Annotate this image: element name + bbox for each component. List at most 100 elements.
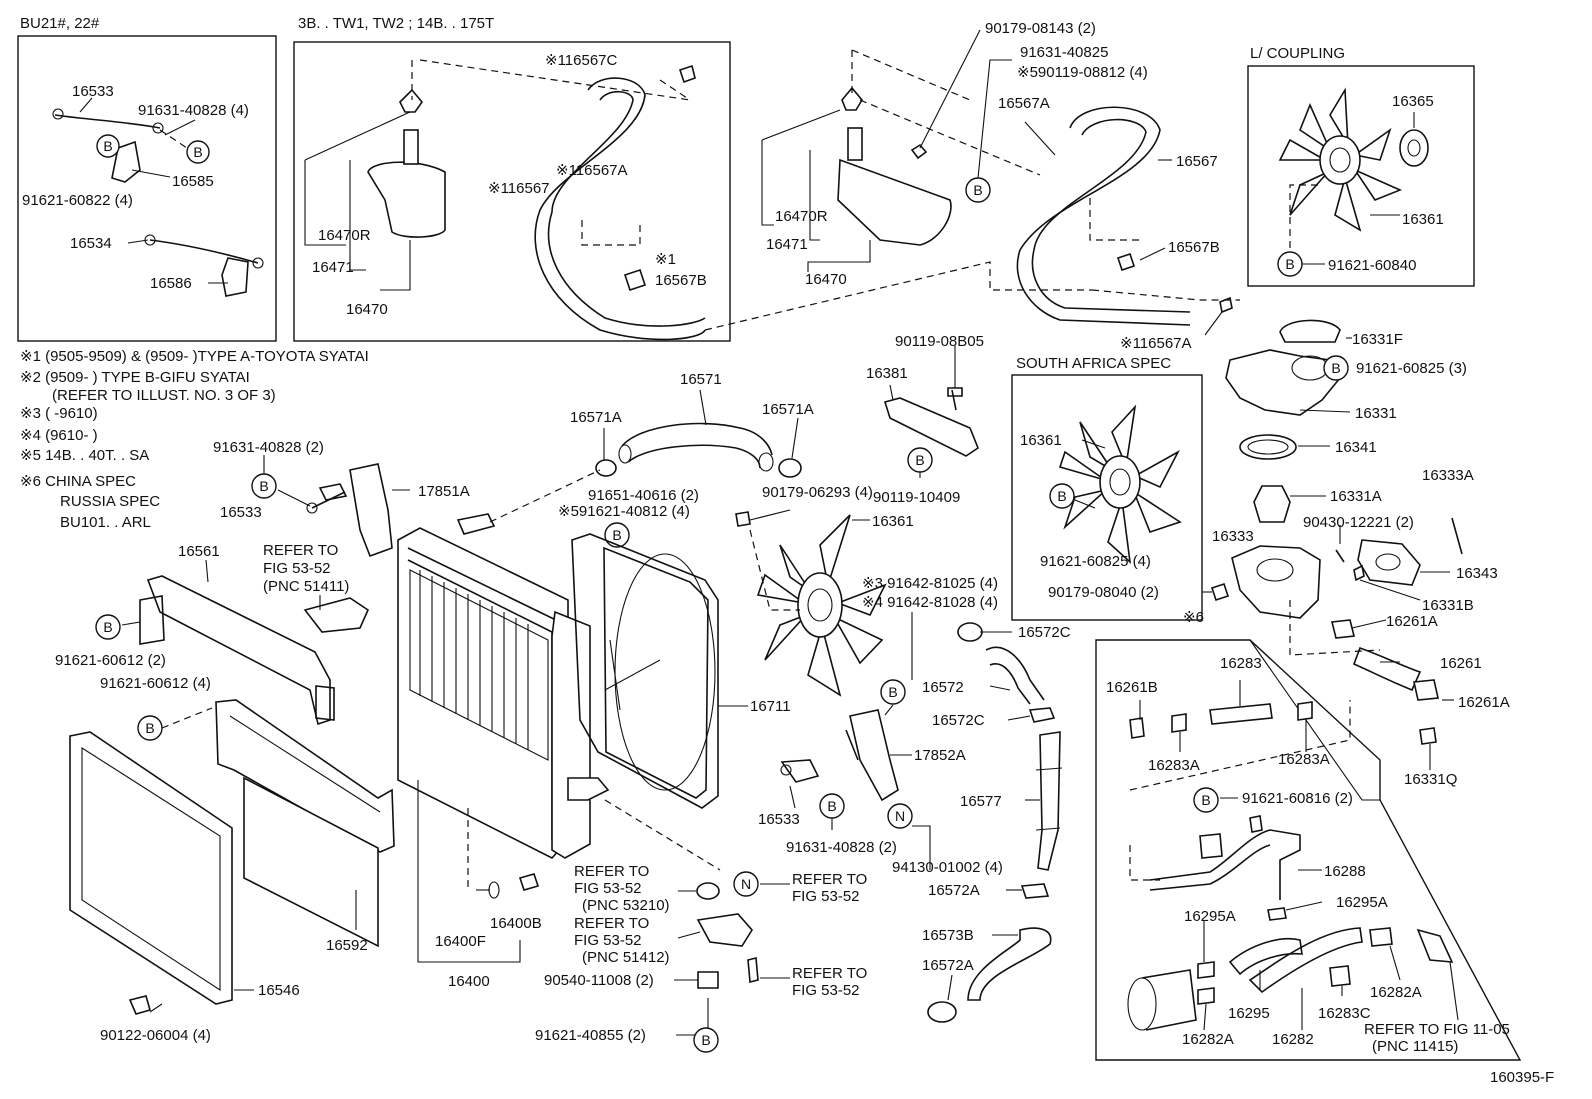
drain-plug [488,881,500,899]
radiator-mount-parts [674,882,790,1036]
label-16295a-b: 16295A [1336,894,1388,911]
label-90179-08040: 90179-08040 (2) [1048,584,1159,601]
refer-51411-b: FIG 53-52 [263,560,331,577]
label-91621-60840: 91621-60840 [1328,257,1416,274]
svg-text:B: B [1331,360,1340,376]
svg-text:B: B [973,182,982,198]
label-91621-40812: ※591621-40812 (4) [558,503,690,520]
label-16546: 16546 [258,982,300,999]
label-16333a: 16333A [1422,467,1474,484]
note-2: ※2 (9509- ) TYPE B-GIFU SYATAI [20,369,250,386]
refer-11415-b: (PNC 11415) [1372,1038,1458,1055]
svg-text:B: B [1201,792,1210,808]
inset-box-3b-tw1: 3B. . TW1, TW2 ; 14B. . 175T [293,15,731,342]
refer-53210-b: FIG 53-52 [574,880,642,897]
label-16577: 16577 [960,793,1002,810]
label-16400f: 16400F [435,933,486,950]
label-16283a-a: 16283A [1148,757,1200,774]
label-16361-b: 16361 [1020,432,1062,449]
label-91621-60822: 91621-60822 (4) [22,192,133,209]
label-91621-60612-4: 91621-60612 (4) [100,675,211,692]
label-90119-08812: ※590119-08812 (4) [1017,64,1148,81]
label-16592: 16592 [326,937,368,954]
label-16572: 16572 [922,679,964,696]
symbol-b-box1a: B [96,134,120,158]
label-16365: 16365 [1392,93,1434,110]
refer-53210-c: (PNC 53210) [582,897,670,914]
note-4: ※4 (9610- ) [20,427,98,444]
label-16282: 16282 [1272,1031,1314,1048]
label-90430-12221: 90430-12221 (2) [1303,514,1414,531]
label-16585: 16585 [172,173,214,190]
label-16471-b: 16471 [766,236,808,253]
label-mark-1: ※1 [655,251,676,268]
refer-51412-c: (PNC 51412) [582,949,670,966]
svg-text:B: B [103,619,112,635]
label-16470-b: 16470 [805,271,847,288]
label-16261a-b: 16261A [1458,694,1510,711]
label-91621-60612-2: 91621-60612 (2) [55,652,166,669]
symbol-b-spec6: B [1193,787,1219,813]
svg-text:B: B [193,144,202,160]
refer-n-b: FIG 53-52 [792,888,860,905]
label-91621-60816: 91621-60816 (2) [1242,790,1353,807]
label-16567a-1: ※116567A [556,162,628,179]
note-5: ※5 14B. . 40T. . SA [20,447,149,464]
label-16533-c: 16533 [758,811,800,828]
label-90540-11008: 90540-11008 (2) [544,972,654,989]
label-17851a: 17851A [418,483,470,500]
label-16288: 16288 [1324,863,1366,880]
symbol-b-bracket2: B [819,793,845,819]
bracket-17851a [263,455,410,633]
symbol-b-mount: B [693,1027,719,1053]
svg-text:B: B [259,478,268,494]
svg-text:B: B [915,452,924,468]
label-16572c-a: 16572C [1018,624,1071,641]
symbol-b-shroud: B [604,522,630,548]
label-90119-10409: 90119-10409 [873,489,960,506]
label-16567-2: 16567 [1176,153,1218,170]
water-outlet-assembly [1202,319,1463,619]
label-16567a-2: 16567A [998,95,1050,112]
label-16331a: 16331A [1330,488,1382,505]
label-16572a-b: 16572A [922,957,974,974]
label-16470r-b: 16470R [775,208,828,225]
label-16341: 16341 [1335,439,1377,456]
label-16343: 16343 [1456,565,1498,582]
refer-bolt-a: REFER TO [792,965,867,982]
cooling-fan-16361 [735,509,913,697]
svg-text:B: B [145,720,154,736]
svg-text:B: B [612,527,621,543]
label-16571: 16571 [680,371,722,388]
spec-6-block [1095,600,1522,1061]
inset-box-south-africa: SOUTH AFRICA SPEC [1011,355,1203,621]
svg-text:B: B [701,1032,710,1048]
notes-block: ※1 (9505-9509) & (9509- )TYPE A-TOYOTA S… [20,348,369,531]
reserve-tank-assembly [761,29,1041,272]
svg-text:B: B [827,798,836,814]
symbol-n-mount: N [733,871,759,897]
label-16283: 16283 [1220,655,1262,672]
label-16283c: 16283C [1318,1005,1371,1022]
leader-support-b [161,707,213,729]
symbol-b-fan: B [880,679,906,705]
symbol-b-box1b: B [186,140,210,164]
label-16295: 16295 [1228,1005,1270,1022]
refer-51412-a: REFER TO [574,915,649,932]
svg-text:N: N [895,808,905,824]
label-91631-40825: 91631-40825 [1020,44,1108,61]
label-16331q: 16331Q [1404,771,1457,788]
label-16295a-a: 16295A [1184,908,1236,925]
inset-title-south-africa: SOUTH AFRICA SPEC [1016,355,1171,372]
label-16567b-b: 16567B [1168,239,1220,256]
symbol-b-support-a: B [95,614,121,640]
hose-16567 [704,106,1240,336]
refer-51411-a: REFER TO [263,542,338,559]
label-16534: 16534 [70,235,112,252]
label-91631-40828-4: 91631-40828 (4) [138,102,249,119]
refer-n-a: REFER TO [792,871,867,888]
label-90119-08b05: 90119-08B05 [895,333,984,350]
label-16471-a: 16471 [312,259,354,276]
note-6c: BU101. . ARL [60,514,151,531]
